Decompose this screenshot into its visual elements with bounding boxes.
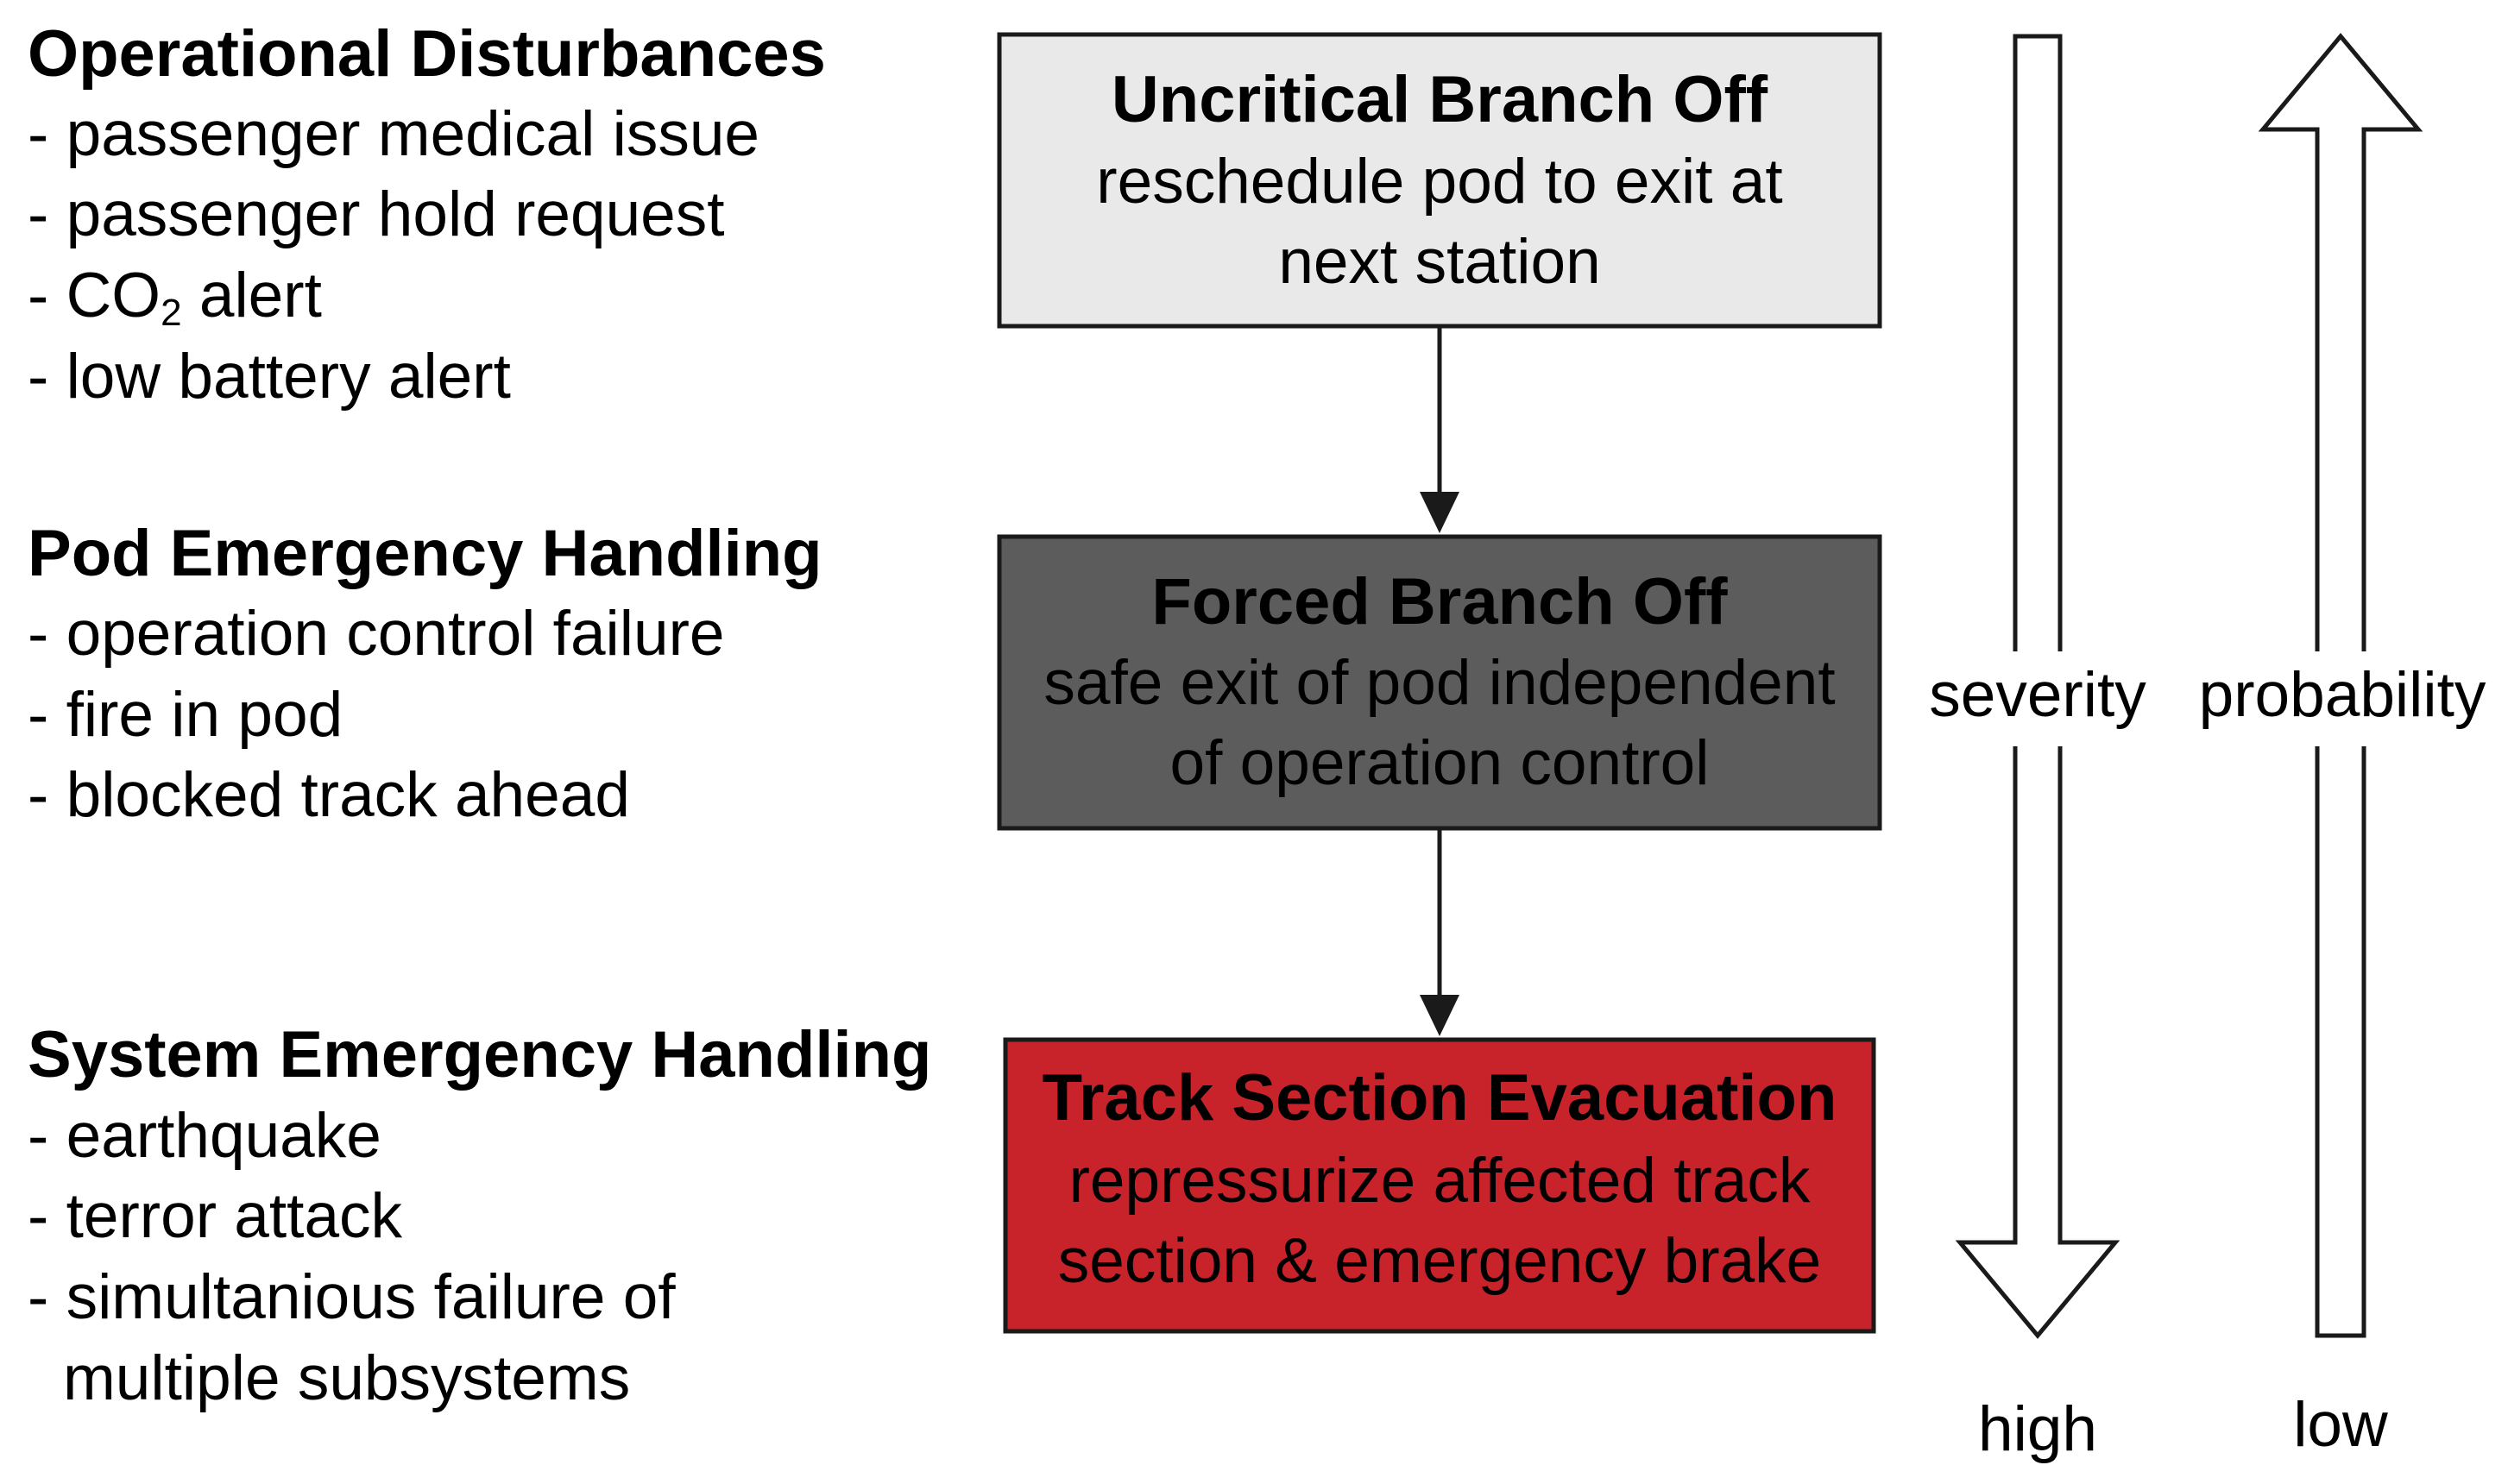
probability-end-label: low bbox=[2293, 1390, 2388, 1460]
category-item: - passenger hold request bbox=[28, 179, 725, 249]
box-frame bbox=[1003, 1037, 1876, 1334]
box-line: next station bbox=[1278, 227, 1600, 297]
category-heading: System Emergency Handling bbox=[28, 1018, 931, 1091]
box-line: reschedule pod to exit at bbox=[1096, 147, 1782, 217]
arrow-forced-to-evacuation bbox=[1420, 830, 1459, 1036]
category-item: - CO2 alert bbox=[28, 261, 322, 334]
category-heading: Operational Disturbances bbox=[28, 17, 826, 91]
arrow-down-icon bbox=[1420, 995, 1459, 1036]
category-item: - blocked track ahead bbox=[28, 760, 630, 830]
probability-label-backdrop bbox=[2189, 651, 2498, 746]
box-title: Uncritical Branch Off bbox=[1112, 63, 1768, 136]
co2-prefix: - CO bbox=[28, 261, 161, 330]
box-title: Track Section Evacuation bbox=[1043, 1061, 1837, 1135]
box-frame bbox=[997, 32, 1882, 329]
category-pod-emergency-handling: Pod Emergency Handling - operation contr… bbox=[28, 517, 822, 830]
severity-end-label: high bbox=[1978, 1394, 2097, 1464]
box-line: section & emergency brake bbox=[1058, 1226, 1822, 1296]
severity-axis: severity high bbox=[1914, 34, 2161, 1464]
category-item: - terror attack bbox=[28, 1181, 403, 1251]
co2-suffix: alert bbox=[182, 261, 322, 330]
probability-label: probability bbox=[2199, 660, 2486, 730]
category-operational-disturbances: Operational Disturbances - passenger med… bbox=[28, 17, 826, 412]
category-item: - passenger medical issue bbox=[28, 99, 759, 169]
category-item: - operation control failure bbox=[28, 599, 725, 669]
box-line: repressurize affected track bbox=[1069, 1146, 1811, 1216]
box-title: Forced Branch Off bbox=[1151, 565, 1728, 638]
category-system-emergency-handling: System Emergency Handling - earthquake -… bbox=[28, 1018, 931, 1413]
box-line: of operation control bbox=[1170, 728, 1710, 798]
category-heading: Pod Emergency Handling bbox=[28, 517, 822, 590]
category-item: - low battery alert bbox=[28, 342, 511, 412]
box-line: safe exit of pod independent bbox=[1043, 648, 1835, 718]
severity-label: severity bbox=[1929, 660, 2146, 730]
co2-subscript: 2 bbox=[161, 292, 181, 334]
arrow-down-icon bbox=[1420, 492, 1459, 533]
category-item: - earthquake bbox=[28, 1101, 381, 1171]
severity-label-backdrop bbox=[1914, 651, 2161, 746]
arrow-uncritical-to-forced bbox=[1420, 328, 1459, 533]
category-item: - simultanious failure of bbox=[28, 1262, 676, 1332]
box-track-section-evacuation: Track Section Evacuation repressurize af… bbox=[1003, 1037, 1876, 1334]
box-forced-branch-off: Forced Branch Off safe exit of pod indep… bbox=[997, 534, 1882, 831]
probability-axis: probability low bbox=[2189, 33, 2498, 1460]
category-item: multiple subsystems bbox=[63, 1343, 630, 1413]
category-item: - fire in pod bbox=[28, 680, 343, 750]
box-frame bbox=[997, 534, 1882, 831]
box-uncritical-branch-off: Uncritical Branch Off reschedule pod to … bbox=[997, 32, 1882, 329]
